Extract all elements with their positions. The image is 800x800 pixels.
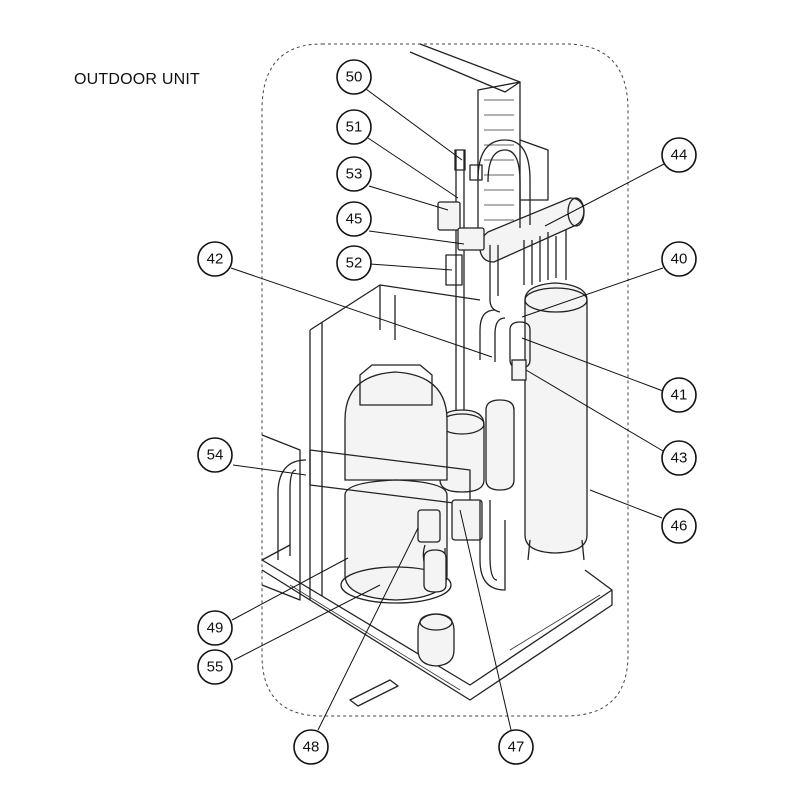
- callout-43: 43: [661, 440, 697, 476]
- diagram-title: OUTDOOR UNIT: [74, 71, 200, 88]
- callout-label: 45: [346, 211, 363, 228]
- leader-lines: [230, 88, 665, 731]
- callout-46: 46: [661, 508, 697, 544]
- callout-45: 45: [336, 201, 372, 237]
- callout-label: 47: [508, 739, 525, 756]
- callout-41: 41: [661, 377, 697, 413]
- callout-label: 41: [671, 387, 688, 404]
- callout-label: 43: [671, 450, 688, 467]
- callout-42: 42: [197, 241, 233, 277]
- callout-label: 40: [671, 251, 688, 268]
- callout-48: 48: [293, 729, 329, 765]
- callout-label: 48: [303, 739, 320, 756]
- callout-54: 54: [197, 437, 233, 473]
- callout-label: 46: [671, 518, 688, 535]
- callout-47: 47: [498, 729, 534, 765]
- callout-50: 50: [336, 59, 372, 95]
- callout-label: 51: [346, 119, 363, 136]
- callout-49: 49: [197, 610, 233, 646]
- callout-52: 52: [336, 245, 372, 281]
- callout-label: 52: [346, 255, 363, 272]
- outdoor-unit-illustration: [261, 43, 613, 707]
- callout-label: 42: [207, 251, 224, 268]
- callout-44: 44: [661, 137, 697, 173]
- callout-label: 49: [207, 620, 224, 637]
- callout-55: 55: [197, 649, 233, 685]
- callout-51: 51: [336, 109, 372, 145]
- callout-label: 55: [207, 659, 224, 676]
- callout-53: 53: [336, 156, 372, 192]
- callout-label: 50: [346, 69, 363, 86]
- callout-label: 53: [346, 166, 363, 183]
- callout-40: 40: [661, 241, 697, 277]
- callout-label: 54: [207, 447, 224, 464]
- callout-label: 44: [671, 147, 688, 164]
